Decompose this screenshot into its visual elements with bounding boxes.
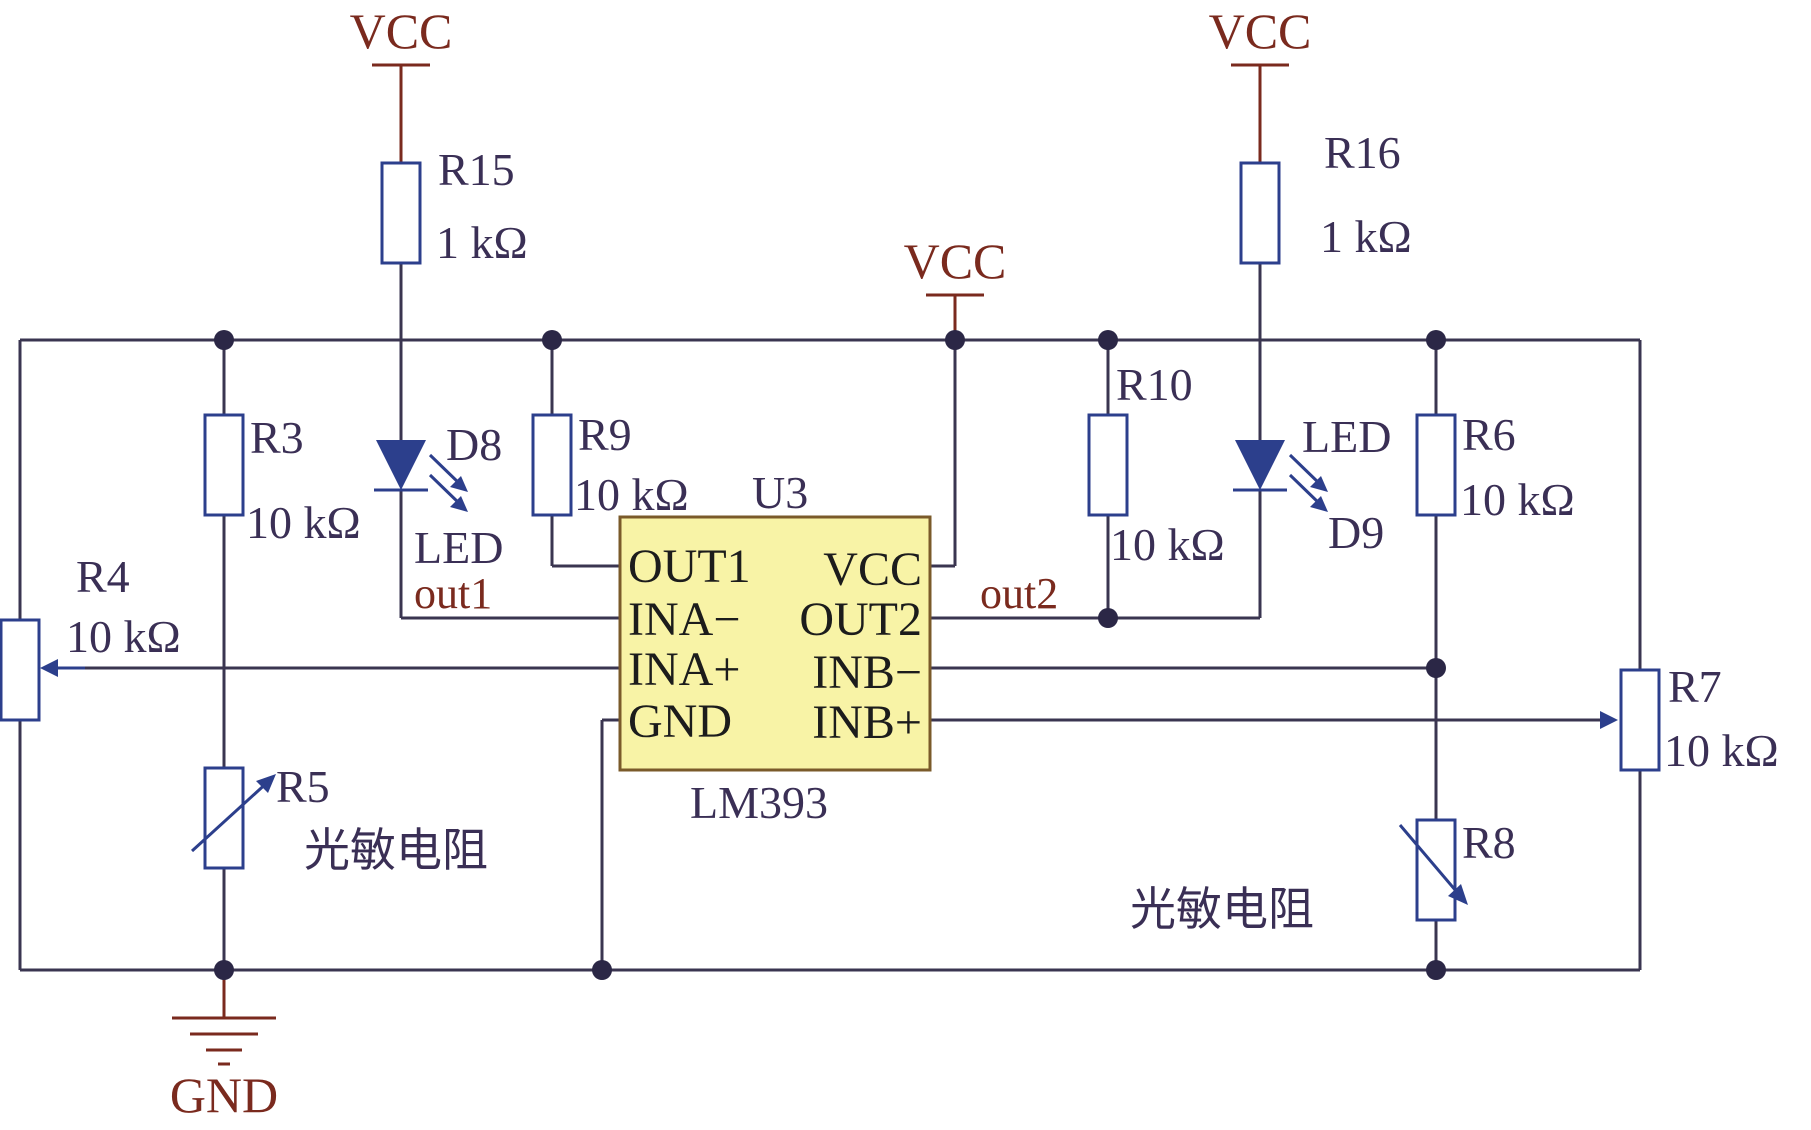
r16-ref: R16	[1324, 127, 1401, 178]
r4-ref: R4	[76, 551, 130, 602]
pin-out1: OUT1	[628, 540, 751, 593]
ic-part: LM393	[690, 777, 828, 828]
resistor-r10	[1087, 413, 1129, 517]
pin-out2: OUT2	[799, 593, 922, 646]
svg-text:VCC: VCC	[350, 3, 453, 59]
r6-ref: R6	[1462, 409, 1516, 460]
pin-gnd: GND	[628, 695, 732, 748]
d8-type: LED	[414, 522, 503, 573]
r5-desc: 光敏电阻	[304, 823, 488, 877]
r15-ref: R15	[438, 144, 515, 195]
svg-text:GND: GND	[170, 1067, 278, 1123]
junctions	[214, 330, 1446, 980]
resistor-r16	[1239, 161, 1281, 265]
r8-desc: 光敏电阻	[1130, 882, 1314, 936]
r15-value: 1 kΩ	[436, 217, 528, 268]
r8-ref: R8	[1462, 817, 1516, 868]
led-d9	[1233, 440, 1328, 512]
ic-body	[618, 515, 932, 772]
wires	[18, 65, 1642, 1018]
led-d8	[374, 440, 468, 512]
ic-ref: U3	[752, 467, 808, 518]
r16-value: 1 kΩ	[1320, 211, 1412, 262]
r9-ref: R9	[578, 409, 632, 460]
d8-ref: D8	[446, 419, 502, 470]
vcc-symbol-1: VCC	[350, 3, 453, 67]
pin-ina-plus: INA+	[628, 643, 740, 696]
pin-ina-minus: INA−	[628, 593, 740, 646]
r5-ref: R5	[276, 761, 330, 812]
r10-ref: R10	[1116, 359, 1193, 410]
potentiometer-r4	[0, 618, 85, 722]
resistor-r3	[203, 413, 245, 517]
labels: R15 1 kΩ R16 1 kΩ R3 10 kΩ D8 LED out1 R…	[66, 127, 1779, 936]
r3-ref: R3	[250, 412, 304, 463]
r10-value: 10 kΩ	[1110, 519, 1225, 570]
r7-value: 10 kΩ	[1664, 725, 1779, 776]
vcc-symbol-3: VCC	[1209, 3, 1312, 67]
svg-text:VCC: VCC	[904, 233, 1007, 289]
d9-type: LED	[1302, 411, 1391, 462]
r6-value: 10 kΩ	[1460, 474, 1575, 525]
photoresistor-r8	[1398, 818, 1468, 922]
pin-inb-plus: INB+	[812, 696, 922, 749]
gnd-symbol: GND	[170, 1016, 278, 1123]
pin-inb-minus: INB−	[812, 646, 922, 699]
resistor-r9	[531, 413, 573, 517]
photoresistor-r5	[190, 766, 276, 870]
r7-ref: R7	[1668, 661, 1722, 712]
r3-value: 10 kΩ	[246, 497, 361, 548]
svg-text:VCC: VCC	[1209, 3, 1312, 59]
net-out1: out1	[414, 569, 492, 618]
r9-value: 10 kΩ	[574, 469, 689, 520]
r4-value: 10 kΩ	[66, 611, 181, 662]
net-out2: out2	[980, 569, 1058, 618]
d9-ref: D9	[1328, 507, 1384, 558]
potentiometer-r7	[1600, 668, 1661, 772]
ic-lm393: OUT1 INA− INA+ GND VCC OUT2 INB− INB+	[618, 515, 932, 772]
resistor-r15	[380, 161, 422, 265]
resistor-r6	[1415, 413, 1457, 517]
vcc-symbol-2: VCC	[904, 233, 1007, 297]
pin-vcc: VCC	[823, 543, 922, 596]
